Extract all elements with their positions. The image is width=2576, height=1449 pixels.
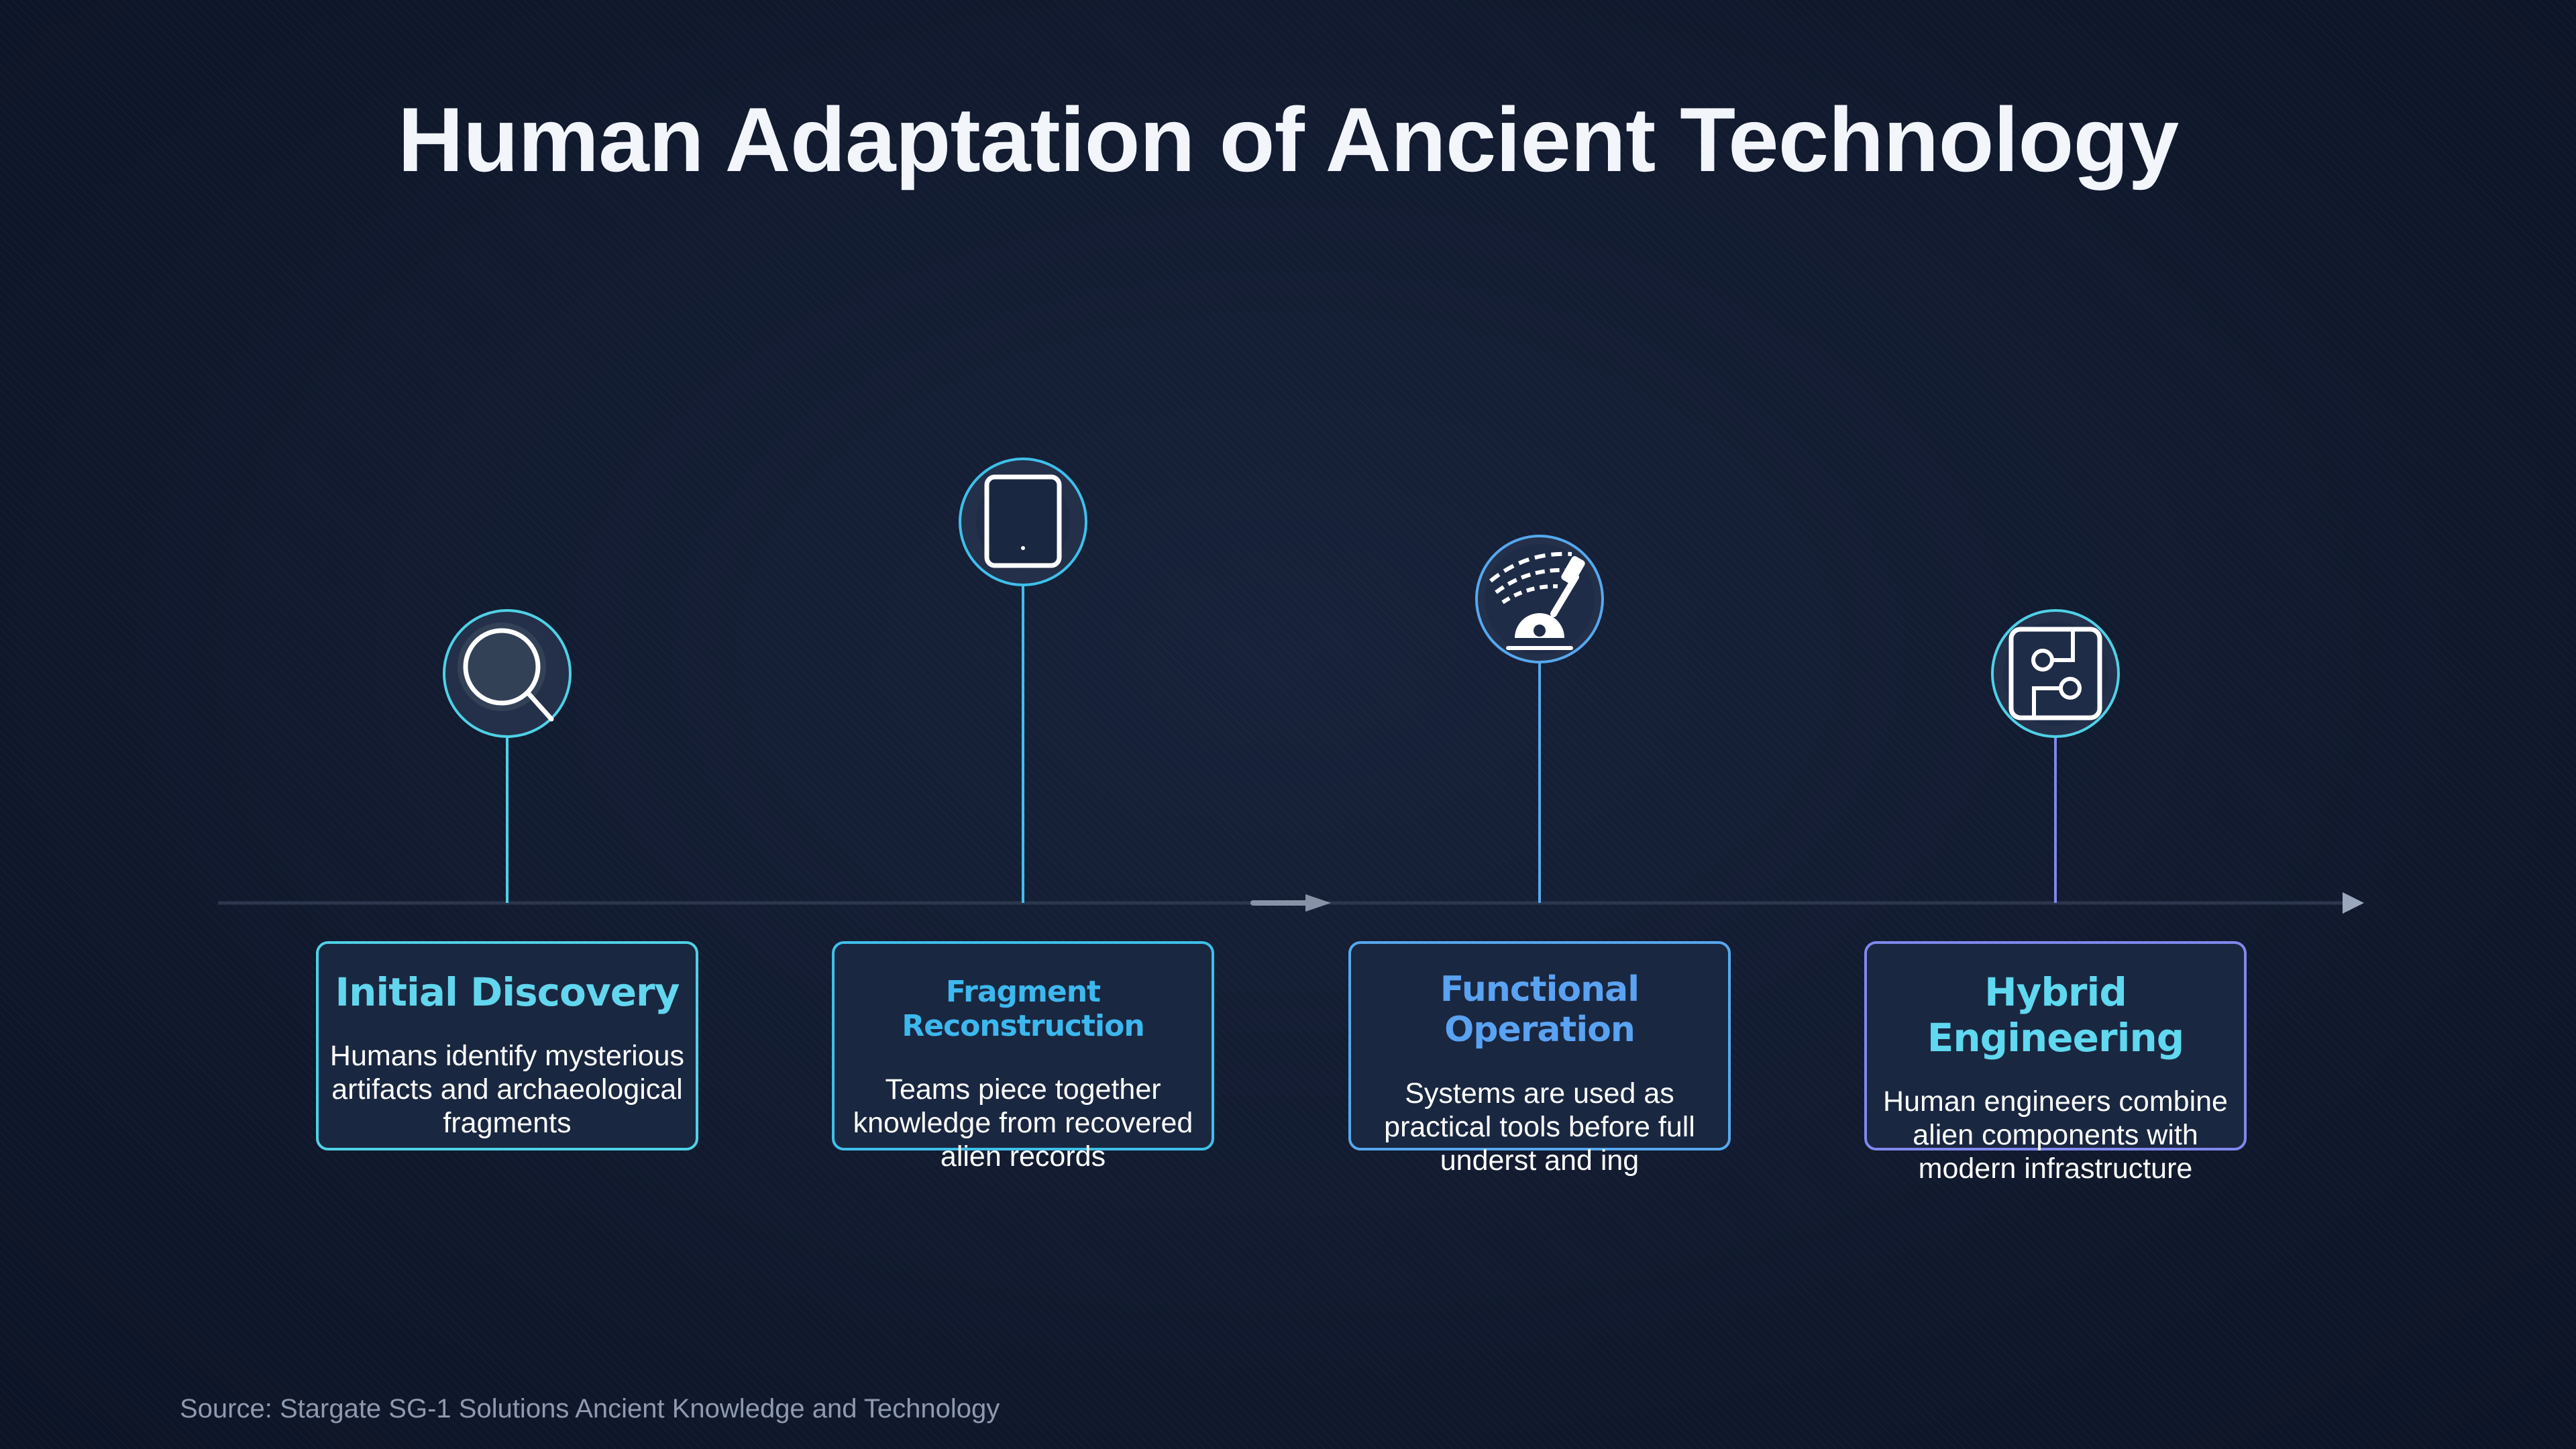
stage-4-icon-node [1991, 609, 2120, 738]
stage-card-initial-discovery: Initial Discovery Humans identify myster… [316, 941, 698, 1150]
page-title: Human Adaptation of Ancient Technology [397, 89, 2179, 191]
stage-description: Humans identify mysterious artifacts and… [329, 1040, 685, 1139]
stage-description: Systems are used as practical tools befo… [1384, 1077, 1695, 1177]
stage-title: Initial Discovery [335, 969, 680, 1015]
stage-2-icon-node [959, 458, 1087, 586]
stage-3-icon-node [1475, 535, 1604, 663]
mid-arrow-head-icon [1305, 894, 1331, 912]
stage-1-icon-node [443, 609, 572, 738]
stage-title: Fragment Reconstruction [902, 975, 1144, 1043]
stage-card-hybrid-engineering: Hybrid Engineering Human engineers combi… [1864, 941, 2247, 1185]
magnifying-glass-icon [463, 628, 554, 722]
stage-card-functional-operation: Functional Operation Systems are used as… [1348, 941, 1731, 1177]
stage-description: Human engineers combine alien components… [1883, 1085, 2228, 1185]
stage-title: Functional Operation [1440, 969, 1640, 1050]
circuit-board-icon [2008, 627, 2102, 720]
stage-title: Hybrid Engineering [1927, 969, 2185, 1061]
stage-card-fragment-reconstruction: Fragment Reconstruction Teams piece toge… [832, 941, 1214, 1173]
source-note: Source: Stargate SG-1 Solutions Ancient … [180, 1394, 1000, 1424]
control-lever-icon [1489, 551, 1585, 650]
stage-description: Teams piece together knowledge from reco… [853, 1073, 1193, 1173]
timeline-arrowhead-icon [2343, 892, 2364, 914]
tablet-icon [984, 474, 1062, 568]
